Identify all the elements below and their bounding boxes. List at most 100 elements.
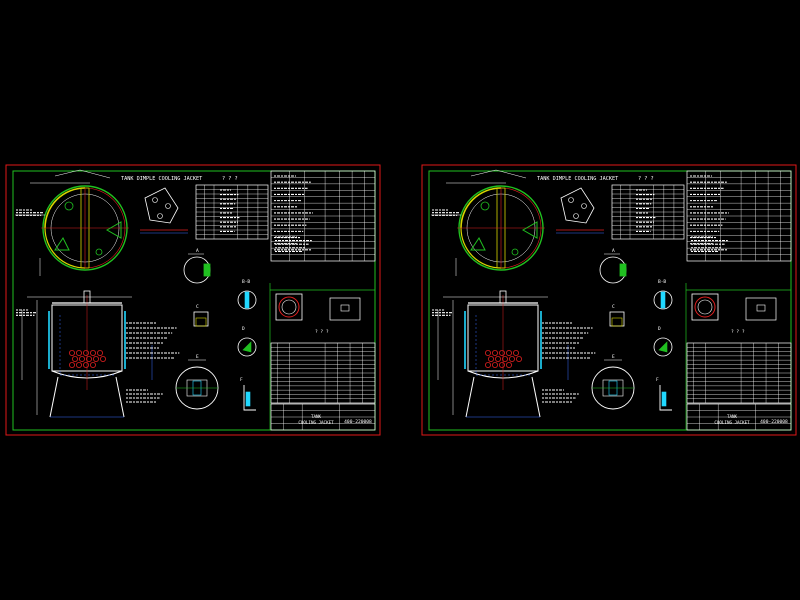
elevation-notes-lower — [126, 389, 163, 403]
dimple-marker — [97, 349, 104, 356]
title-marks: ? ? ? — [222, 176, 238, 182]
leader-line — [470, 169, 527, 179]
detail-f-label: F — [240, 377, 243, 383]
support-leg — [49, 376, 59, 418]
jacket-segment-yellow — [44, 227, 86, 269]
elevation-note-left — [16, 309, 37, 316]
top-view-note — [16, 209, 44, 216]
hole-marker — [157, 213, 163, 219]
sheet-title: TANK DIMPLE COOLING JACKET — [537, 176, 618, 182]
hole-marker — [581, 203, 587, 209]
inner-frame — [428, 170, 792, 431]
detail-c-part — [611, 317, 623, 327]
detail-f-profile — [243, 385, 256, 411]
spec-table — [270, 170, 376, 262]
dimple-marker — [69, 349, 76, 356]
bom-table — [686, 342, 792, 404]
drawing-number: 400-220008 — [760, 419, 788, 425]
outer-frame — [5, 164, 381, 436]
nozzle-table — [195, 184, 269, 240]
manway-marker — [521, 221, 538, 239]
dimple-marker — [492, 349, 499, 356]
support-plate — [329, 297, 361, 321]
jacket-segment-yellow — [460, 187, 502, 229]
support-leg — [115, 376, 125, 418]
dimple-marker — [86, 355, 93, 362]
hidden-line — [475, 315, 530, 376]
dimple-marker — [495, 355, 502, 362]
title-block-caption: TANK — [311, 414, 322, 419]
inlet-marker — [54, 237, 70, 251]
support-plate-hole — [340, 304, 350, 312]
nozzle-marker — [480, 201, 490, 211]
detail-e-label: E — [196, 354, 199, 360]
detail-b-part — [244, 291, 250, 309]
hole-marker — [165, 203, 171, 209]
dimple-marker — [83, 361, 90, 368]
hole-marker — [152, 197, 158, 203]
detail-b-part — [660, 291, 666, 309]
detail-f-profile — [659, 385, 672, 411]
bom-table — [270, 342, 376, 404]
cad-sheet: TANK DIMPLE COOLING JACKET? ? ?AB-BCDEF?… — [5, 164, 381, 436]
drawing-number: 400-220008 — [344, 419, 372, 425]
spec-table-text — [690, 175, 729, 251]
flange-box — [691, 293, 719, 321]
inner-frame — [12, 170, 376, 431]
dimple-marker — [499, 349, 506, 356]
dimple-marker — [499, 361, 506, 368]
flange-box — [275, 293, 303, 321]
support-leg — [531, 376, 541, 418]
dimple-marker — [79, 355, 86, 362]
cad-sheet: TANK DIMPLE COOLING JACKET? ? ?AB-BCDEF?… — [421, 164, 797, 436]
nozzle-table-text — [636, 189, 656, 232]
outer-frame — [421, 164, 797, 436]
support-plate-hole — [756, 304, 766, 312]
detail-d-label: D — [242, 326, 245, 332]
detail-d-part — [658, 341, 668, 353]
dimple-marker — [76, 361, 83, 368]
detail-b-label: B-B — [242, 279, 250, 285]
detail-d-part — [242, 341, 252, 353]
detail-f-part — [661, 391, 667, 407]
dimple-marker — [506, 349, 513, 356]
bracket-detail — [560, 187, 595, 224]
nozzle-marker — [64, 201, 74, 211]
detail-a-label: A — [612, 248, 615, 254]
detail-c-part — [195, 317, 207, 327]
dimple-marker — [100, 355, 107, 362]
flange-circle — [278, 296, 300, 318]
nozzle-marker — [511, 248, 519, 256]
leader-line — [54, 169, 111, 179]
dimple-marker — [76, 349, 83, 356]
support-leg — [465, 376, 475, 418]
flange-bore — [281, 299, 297, 315]
dimple-marker — [509, 355, 516, 362]
elevation-notes-lower — [542, 389, 579, 403]
detail-d-circle — [653, 337, 673, 357]
detail-f-part — [245, 391, 251, 407]
detail-c-label: C — [196, 304, 199, 310]
dimple-marker — [513, 349, 520, 356]
title-block — [270, 403, 376, 431]
inlet-marker — [470, 237, 486, 251]
hole-marker — [573, 213, 579, 219]
manway-marker — [105, 221, 122, 239]
detail-b-circle — [237, 290, 257, 310]
support-plate — [745, 297, 777, 321]
spec-notes — [275, 236, 312, 252]
dimple-marker — [90, 349, 97, 356]
sheet-title: TANK DIMPLE COOLING JACKET — [121, 176, 202, 182]
nozzle-marker — [95, 248, 103, 256]
parts-table-label: ? ? ? — [315, 329, 329, 335]
dimple-marker — [492, 361, 499, 368]
detail-b-circle — [653, 290, 673, 310]
title-marks: ? ? ? — [638, 176, 654, 182]
title-block-caption: COOLING JACKET — [714, 420, 750, 425]
elevation-callouts — [126, 322, 180, 359]
dimple-marker — [90, 361, 97, 368]
top-view-note — [432, 209, 460, 216]
parts-table-label: ? ? ? — [731, 329, 745, 335]
elevation-note-left — [432, 309, 453, 316]
